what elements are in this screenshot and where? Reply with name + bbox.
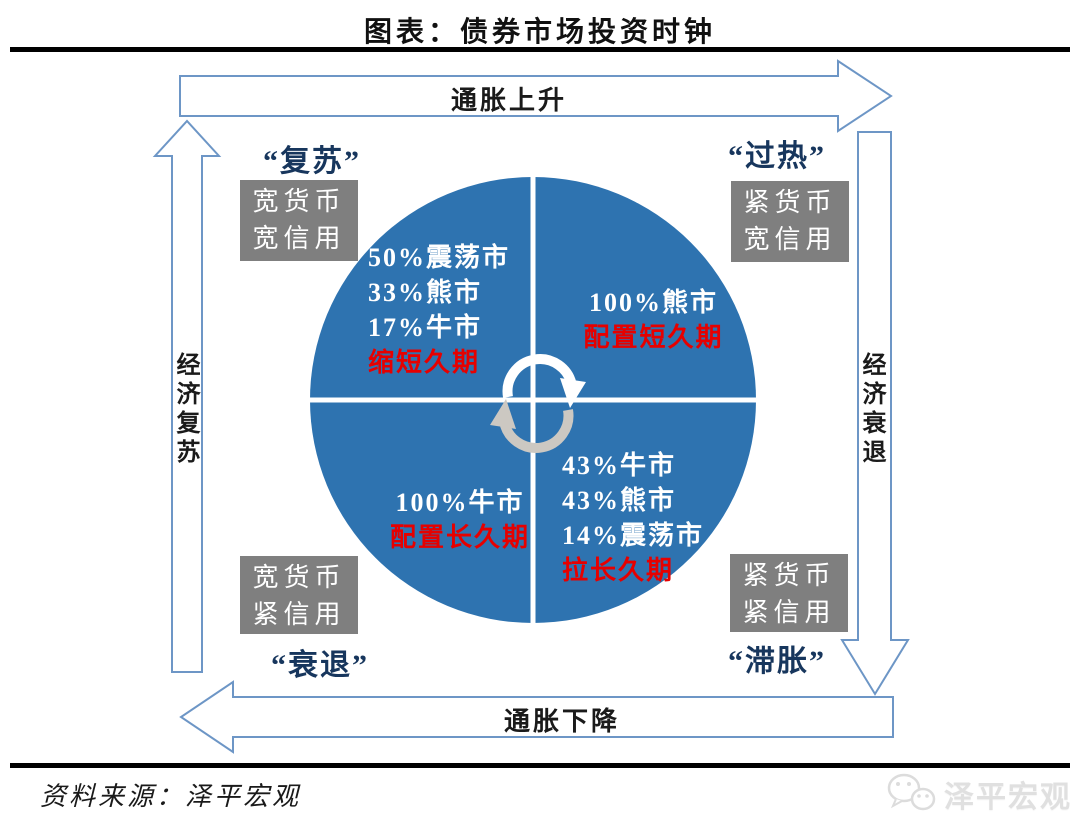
arrow-economy-recession	[840, 131, 910, 696]
policy-box-recovery: 宽货币 宽信用	[240, 180, 358, 261]
label-inflation-up: 通胀上升	[450, 86, 567, 115]
policy-box-overheat: 紧货币 宽信用	[731, 181, 849, 262]
policy-line: 紧货币	[743, 188, 837, 217]
arrow-inflation-up	[179, 59, 893, 133]
stat-line: 33%熊市	[368, 278, 483, 307]
phase-label-recovery: “复苏”	[263, 145, 361, 178]
stat-line: 100%牛市	[395, 488, 525, 517]
quadrant-recovery-stats: 50%震荡市 33%熊市 17%牛市 缩短久期	[368, 240, 578, 380]
policy-line: 宽货币	[252, 187, 346, 216]
policy-line: 宽信用	[252, 224, 346, 253]
arrow-economy-recovery	[152, 119, 222, 673]
policy-box-stagflation: 紧货币 紧信用	[730, 554, 848, 632]
phase-label-recession: “衰退”	[271, 649, 369, 682]
policy-line: 紧货币	[742, 561, 836, 590]
quadrant-recession-stats: 100%牛市 配置长久期	[360, 485, 560, 555]
policy-line: 宽信用	[743, 225, 837, 254]
strategy-line: 配置短久期	[583, 323, 724, 352]
brand-watermark: 泽平宏观	[884, 772, 1072, 816]
stat-line: 100%熊市	[588, 288, 718, 317]
source-note: 资料来源：泽平宏观	[40, 782, 302, 811]
strategy-line: 缩短久期	[368, 348, 481, 377]
wechat-icon	[887, 773, 936, 811]
policy-line: 宽货币	[252, 563, 346, 592]
quadrant-overheat-stats: 100%熊市 配置短久期	[556, 285, 751, 355]
strategy-line: 拉长久期	[562, 556, 675, 585]
stat-line: 14%震荡市	[562, 521, 705, 550]
divider-bottom	[10, 763, 1070, 768]
figure-title: 图表：债券市场投资时钟	[363, 17, 716, 48]
phase-label-stagflation: “滞胀”	[728, 645, 826, 678]
strategy-line: 配置长久期	[389, 523, 530, 552]
watermark-text: 泽平宏观	[944, 781, 1072, 814]
policy-box-recession: 宽货币 紧信用	[240, 556, 358, 634]
clockwise-cycle-icon	[490, 354, 586, 453]
stat-line: 43%牛市	[562, 451, 677, 480]
label-economy-recession: 经济衰退	[858, 352, 884, 468]
stat-line: 50%震荡市	[368, 243, 511, 272]
quadrant-stagflation-stats: 43%牛市 43%熊市 14%震荡市 拉长久期	[562, 448, 772, 588]
label-economy-recovery: 经济复苏	[172, 352, 198, 468]
stat-line: 17%牛市	[368, 313, 483, 342]
label-inflation-down: 通胀下降	[503, 707, 620, 736]
arrow-inflation-down	[179, 680, 894, 754]
divider-top	[10, 47, 1070, 52]
phase-label-overheat: “过热”	[728, 140, 826, 173]
policy-line: 紧信用	[252, 600, 346, 629]
policy-line: 紧信用	[742, 598, 836, 627]
stat-line: 43%熊市	[562, 486, 677, 515]
